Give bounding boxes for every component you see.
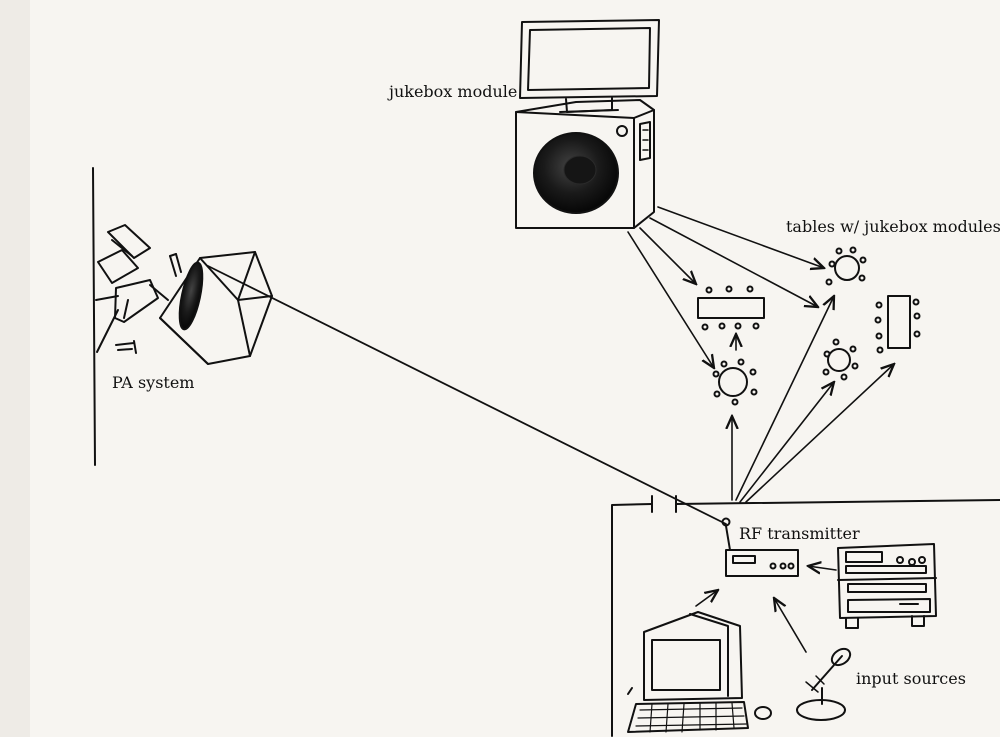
keyboard <box>627 701 749 733</box>
mount-plate <box>107 224 151 259</box>
control-room <box>611 495 1000 737</box>
pa-feed-line <box>207 265 727 525</box>
rf-transmitter-box <box>725 549 799 577</box>
arrow-jukebox-to-top-table <box>657 206 824 268</box>
computer-workstation <box>627 590 772 733</box>
tables <box>697 246 921 406</box>
table-round-top <box>825 246 867 286</box>
jukebox-cabinet <box>515 99 655 229</box>
label-pa-system: PA system <box>112 373 194 392</box>
arrow-rf-to-long-right <box>745 364 894 503</box>
arrow-stack-to-rf <box>808 566 837 570</box>
mic-head <box>830 647 852 667</box>
table-round-center <box>712 358 758 406</box>
table-long-center <box>697 285 765 331</box>
jukebox-screen <box>519 19 660 99</box>
jukebox-module <box>515 19 660 229</box>
arrow-rf-to-round-top <box>735 296 834 501</box>
room-walls <box>611 499 1000 737</box>
arrow-jukebox-to-round-table <box>627 231 714 368</box>
label-jukebox-module: jukebox module <box>387 82 517 101</box>
arrow-computer-to-rf <box>695 590 718 607</box>
arrow-jukebox-to-long-table <box>639 227 696 284</box>
label-tables: tables w/ jukebox modules <box>786 217 1000 236</box>
table-long-right <box>874 295 921 354</box>
microphone <box>774 598 852 721</box>
receiver-stack <box>808 543 937 629</box>
arrow-jukebox-to-right-table <box>649 217 818 307</box>
pa-horn-body <box>159 251 273 365</box>
mouse <box>754 706 772 720</box>
arrow-mic-to-rf <box>774 598 807 653</box>
pa-system <box>92 167 273 466</box>
rf-arrows <box>732 296 894 503</box>
wall-line <box>92 167 96 466</box>
computer-monitor <box>643 611 743 701</box>
table-round-right <box>822 338 859 381</box>
label-input-sources: input sources <box>856 669 966 688</box>
pa-speaker-cone <box>178 261 204 331</box>
jukebox-arrows <box>627 206 824 368</box>
paper-edge <box>0 0 30 737</box>
rf-transmitter <box>721 517 799 577</box>
jukebox-knob <box>616 125 628 137</box>
arrow-rf-to-round-right <box>739 382 834 503</box>
label-rf-transmitter: RF transmitter <box>739 524 860 543</box>
